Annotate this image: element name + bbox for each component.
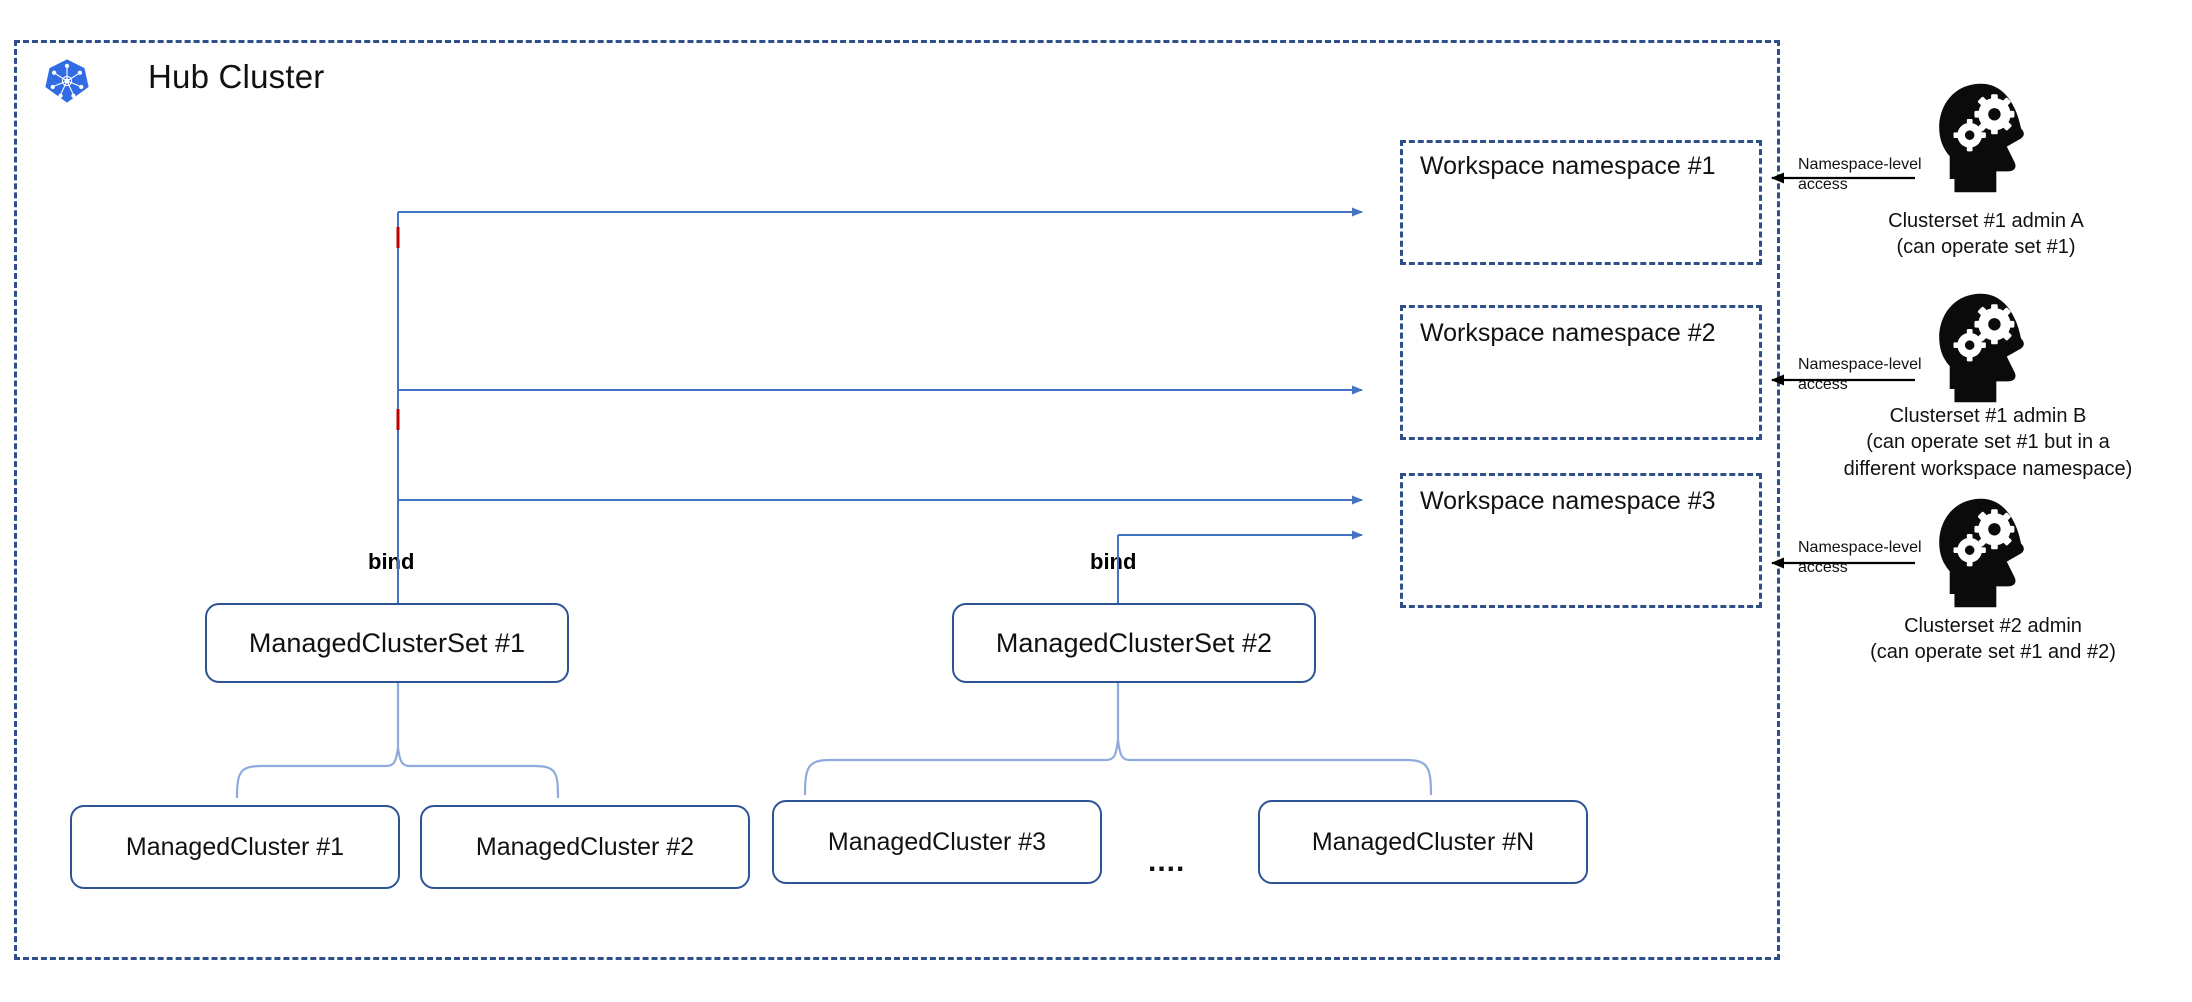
- workspace-namespace-label-2: Workspace namespace #2: [1420, 319, 1716, 347]
- workspace-namespace-label-1: Workspace namespace #1: [1420, 152, 1716, 180]
- head-with-gears-icon: [1925, 80, 2041, 198]
- managedcluster-box-2[interactable]: ManagedCluster #2: [420, 805, 750, 889]
- workspace-namespace-label-3: Workspace namespace #3: [1420, 487, 1716, 515]
- namespace-access-label-1: Namespace-level access: [1798, 155, 1922, 195]
- workspace-namespace-box-2: [1400, 305, 1762, 440]
- namespace-access-line2: access: [1798, 376, 1848, 393]
- page-title: Hub Cluster: [148, 58, 325, 95]
- persona-caption-1: Clusterset #1 admin A (can operate set #…: [1888, 210, 2084, 259]
- managedcluster-box-3[interactable]: ManagedCluster #3: [772, 800, 1102, 884]
- kubernetes-icon: [44, 58, 90, 104]
- hub-cluster-boundary: [14, 40, 1780, 960]
- head-with-gears-icon: [1925, 495, 2041, 613]
- head-with-gears-icon: [1925, 290, 2041, 408]
- namespace-access-line1: Namespace-level: [1798, 539, 1922, 556]
- persona-caption-3: Clusterset #2 admin (can operate set #1 …: [1870, 615, 2116, 664]
- bind-label-set-1: bind: [368, 549, 415, 574]
- managedclusterset-box-1[interactable]: ManagedClusterSet #1: [205, 603, 569, 683]
- workspace-namespace-box-3: [1400, 473, 1762, 608]
- namespace-access-label-3: Namespace-level access: [1798, 538, 1922, 578]
- persona-caption-2: Clusterset #1 admin B (can operate set #…: [1843, 405, 2133, 480]
- namespace-access-line2: access: [1798, 559, 1848, 576]
- managedcluster-box-n[interactable]: ManagedCluster #N: [1258, 800, 1588, 884]
- managedcluster-box-1[interactable]: ManagedCluster #1: [70, 805, 400, 889]
- workspace-namespace-box-1: [1400, 140, 1762, 265]
- namespace-access-label-2: Namespace-level access: [1798, 355, 1922, 395]
- namespace-access-line2: access: [1798, 176, 1848, 193]
- namespace-access-line1: Namespace-level: [1798, 356, 1922, 373]
- ellipsis-label: ....: [1148, 845, 1186, 878]
- bind-label-set-2: bind: [1090, 549, 1137, 574]
- namespace-access-line1: Namespace-level: [1798, 156, 1922, 173]
- managedclusterset-box-2[interactable]: ManagedClusterSet #2: [952, 603, 1316, 683]
